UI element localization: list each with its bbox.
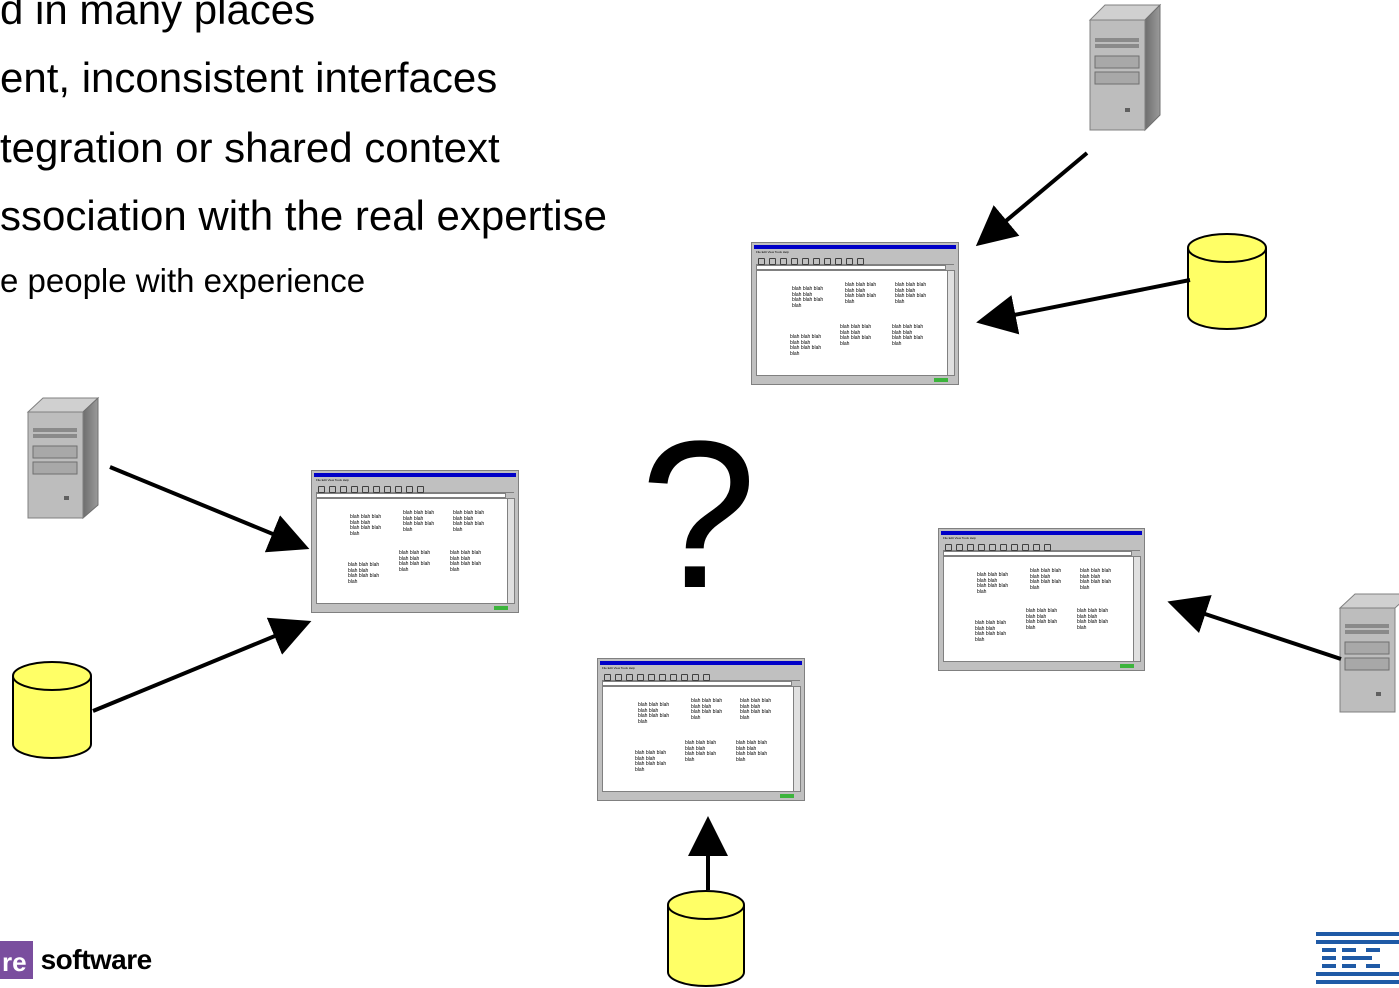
- browser-blah-text: blah blah blah blah blah blah blah blah …: [403, 510, 435, 533]
- browser-blah-text: blah blah blah blah blah blah blah blah …: [736, 740, 768, 763]
- browser-menu: File Edit View Tools Help: [756, 250, 789, 254]
- bullet-2: ent, inconsistent interfaces: [0, 54, 498, 101]
- browser-blah-text: blah blah blah blah blah blah blah blah …: [892, 324, 924, 347]
- browser-blah-text: blah blah blah blah blah blah blah blah …: [453, 510, 485, 533]
- bullet-3: tegration or shared context: [0, 124, 500, 171]
- server-tower-icon: [1338, 593, 1399, 713]
- browser-blah-text: blah blah blah blah blah blah blah blah …: [691, 698, 723, 721]
- ibm-logo-icon: [1316, 932, 1399, 984]
- browser-blah-text: blah blah blah blah blah blah blah blah …: [635, 750, 667, 773]
- browser-blah-text: blah blah blah blah blah blah blah blah …: [1080, 568, 1112, 591]
- browser-blah-text: blah blah blah blah blah blah blah blah …: [350, 514, 382, 537]
- brand-fragment: re: [0, 941, 33, 979]
- arrows: [92, 151, 1342, 890]
- browser-blah-text: blah blah blah blah blah blah blah blah …: [638, 702, 670, 725]
- browser-blah-text: blah blah blah blah blah blah blah blah …: [740, 698, 772, 721]
- browser-menu: File Edit View Tools Help: [943, 536, 976, 540]
- bullet-4: ssociation with the real expertise: [0, 192, 607, 239]
- browser-blah-text: blah blah blah blah blah blah blah blah …: [845, 282, 877, 305]
- browser-blah-text: blah blah blah blah blah blah blah blah …: [1026, 608, 1058, 631]
- browser-window-right: File Edit View Tools Help blah blah blah…: [938, 528, 1145, 671]
- browser-blah-text: blah blah blah blah blah blah blah blah …: [977, 572, 1009, 595]
- bullet-1: d in many places: [0, 0, 316, 33]
- footer-brand: re software: [0, 938, 152, 982]
- database-cylinder-icon: [12, 661, 92, 759]
- browser-blah-text: blah blah blah blah blah blah blah blah …: [348, 562, 380, 585]
- browser-blah-text: blah blah blah blah blah blah blah blah …: [1077, 608, 1109, 631]
- browser-blah-text: blah blah blah blah blah blah blah blah …: [840, 324, 872, 347]
- browser-blah-text: blah blah blah blah blah blah blah blah …: [792, 286, 824, 309]
- database-cylinder-icon: [667, 890, 745, 987]
- browser-blah-text: blah blah blah blah blah blah blah blah …: [790, 334, 822, 357]
- browser-blah-text: blah blah blah blah blah blah blah blah …: [685, 740, 717, 763]
- browser-blah-text: blah blah blah blah blah blah blah blah …: [1030, 568, 1062, 591]
- browser-blah-text: blah blah blah blah blah blah blah blah …: [895, 282, 927, 305]
- server-tower-icon: [26, 396, 100, 520]
- brand-word: software: [40, 944, 153, 975]
- question-mark: ?: [640, 397, 757, 632]
- browser-menu: File Edit View Tools Help: [602, 666, 635, 670]
- browser-blah-text: blah blah blah blah blah blah blah blah …: [450, 550, 482, 573]
- browser-window-top-right: File Edit View Tools Help blah blah blah…: [751, 242, 959, 385]
- database-cylinder-icon: [1187, 233, 1267, 330]
- browser-window-left: File Edit View Tools Help blah blah blah…: [311, 470, 519, 613]
- browser-blah-text: blah blah blah blah blah blah blah blah …: [399, 550, 431, 573]
- sub-bullet-1: e people with experience: [0, 262, 366, 299]
- browser-window-bottom: File Edit View Tools Help blah blah blah…: [597, 658, 805, 801]
- browser-blah-text: blah blah blah blah blah blah blah blah …: [975, 620, 1007, 643]
- browser-menu: File Edit View Tools Help: [316, 478, 349, 482]
- server-tower-icon: [1088, 3, 1162, 132]
